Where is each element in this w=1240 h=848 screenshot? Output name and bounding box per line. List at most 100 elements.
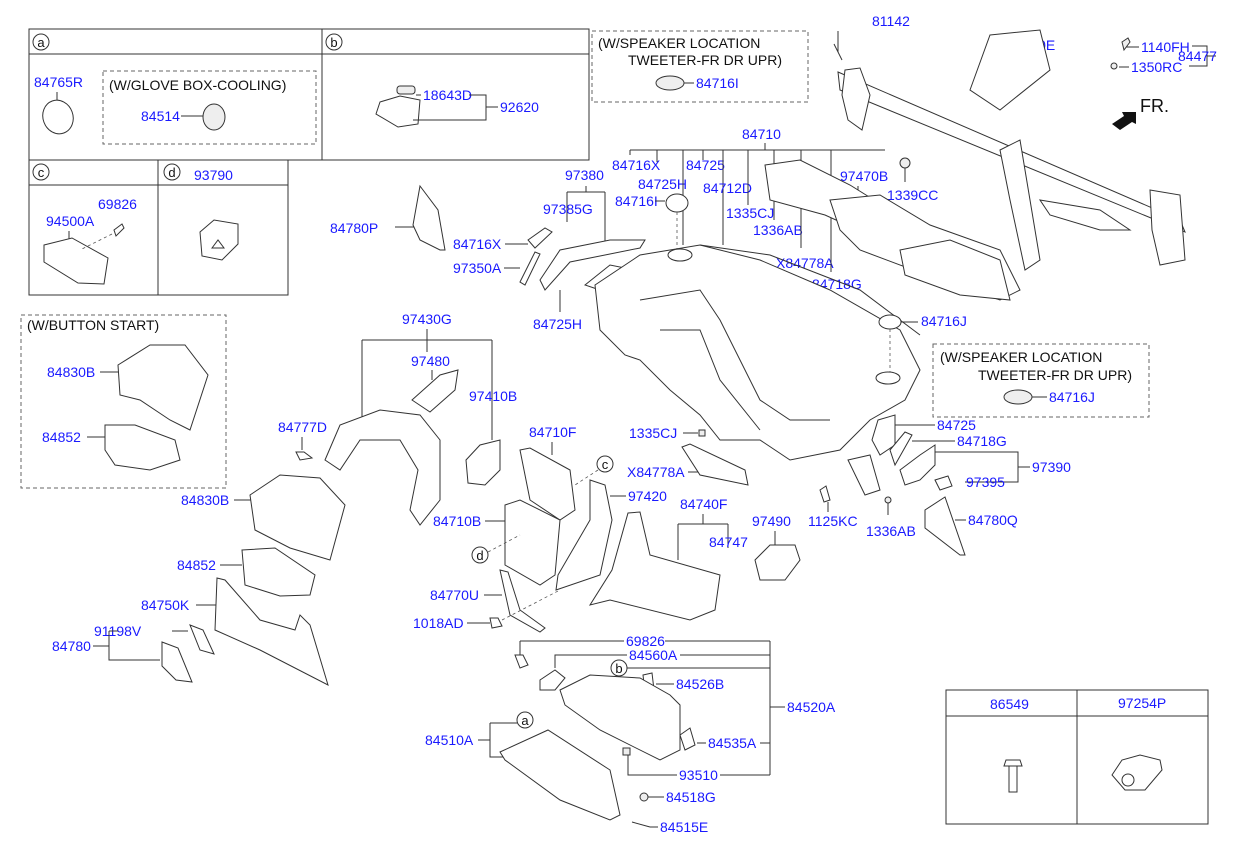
ref-letter-b: b: [330, 35, 337, 50]
part-label-84477[interactable]: 84477: [1178, 48, 1217, 64]
part-label-69826[interactable]: 69826: [626, 633, 665, 649]
part-label-84716J-note[interactable]: 84716J: [1049, 389, 1095, 405]
part-label-84747[interactable]: 84747: [709, 534, 748, 550]
part-label-97470B[interactable]: 97470B: [840, 168, 888, 184]
callout-b-letter: b: [615, 661, 622, 676]
vent-97490-icon: [754, 544, 801, 581]
part-label-84852-note[interactable]: 84852: [42, 429, 81, 445]
part-label-1018AD[interactable]: 1018AD: [413, 615, 464, 631]
part-label-84780Q[interactable]: 84780Q: [968, 512, 1018, 528]
side-cover-84780P-icon: [412, 184, 446, 251]
part-label-1336AB-top[interactable]: 1336AB: [753, 222, 803, 238]
part-label-92620[interactable]: 92620: [500, 99, 539, 115]
vent-97410B-icon: [465, 439, 501, 486]
part-label-84514[interactable]: 84514: [141, 108, 180, 124]
part-label-18643D[interactable]: 18643D: [423, 87, 472, 103]
part-label-84780P[interactable]: 84780P: [330, 220, 378, 236]
part-label-84518G[interactable]: 84518G: [666, 789, 716, 805]
part-label-97430G[interactable]: 97430G: [402, 311, 452, 327]
part-label-84716I-note[interactable]: 84716I: [696, 75, 739, 91]
hardware-part-86549[interactable]: 86549: [990, 696, 1029, 712]
cluster-fascia-icon: [324, 409, 441, 526]
part-label-84716I[interactable]: 84716I: [615, 193, 658, 209]
part-label-84716X-top[interactable]: 84716X: [612, 157, 661, 173]
part-label-84560A[interactable]: 84560A: [629, 647, 678, 663]
bracket-X84778A-icon: [681, 443, 749, 486]
part-label-97390[interactable]: 97390: [1032, 459, 1071, 475]
part-label-84770U[interactable]: 84770U: [430, 587, 479, 603]
center-fascia-upper-icon: [519, 447, 576, 521]
part-label-97410B[interactable]: 97410B: [469, 388, 517, 404]
screw-part-icon: [113, 223, 125, 237]
ref-letter-c: c: [38, 165, 45, 180]
part-label-97420[interactable]: 97420: [628, 488, 667, 504]
part-label-97395[interactable]: 97395: [966, 474, 1005, 490]
part-label-84750K[interactable]: 84750K: [141, 597, 190, 613]
callout-d: [471, 546, 489, 564]
part-label-93790[interactable]: 93790: [194, 167, 233, 183]
side-vent-group: 97380 97385G 84780P 84716X 97350A 84725H: [330, 167, 646, 332]
part-label-1335CJ[interactable]: 1335CJ: [629, 425, 677, 441]
part-label-1125KC[interactable]: 1125KC: [808, 513, 858, 529]
reference-table: a 84765R (W/GLOVE BOX-COOLING) 84514 b 1…: [28, 28, 590, 296]
part-label-84765R[interactable]: 84765R: [34, 74, 83, 90]
part-label-69826-c[interactable]: 69826: [98, 196, 137, 212]
column-shroud-lower-note-icon: [104, 424, 181, 471]
hardware-part-97254P[interactable]: 97254P: [1118, 695, 1166, 711]
part-label-84520A[interactable]: 84520A: [787, 699, 836, 715]
part-label-84716J[interactable]: 84716J: [921, 313, 967, 329]
part-label-84710[interactable]: 84710: [742, 126, 781, 142]
front-label: FR.: [1140, 96, 1169, 116]
callout-a: [516, 711, 534, 729]
part-label-1335CJ-top[interactable]: 1335CJ: [726, 205, 774, 221]
note-speaker-top-line1: (W/SPEAKER LOCATION: [598, 35, 760, 51]
part-label-84740F[interactable]: 84740F: [680, 496, 727, 512]
part-label-84725H[interactable]: 84725H: [533, 316, 582, 332]
part-label-84725-top[interactable]: 84725: [686, 157, 725, 173]
callout-a-letter: a: [521, 713, 529, 728]
note-speaker-right-line1: (W/SPEAKER LOCATION: [940, 349, 1102, 365]
part-label-84780[interactable]: 84780: [52, 638, 91, 654]
part-label-1336AB[interactable]: 1336AB: [866, 523, 916, 539]
part-label-84852[interactable]: 84852: [177, 557, 216, 573]
label-91198V-icon: [189, 624, 215, 655]
part-label-93510[interactable]: 93510: [679, 767, 718, 783]
lower-console-cover-icon: [588, 511, 721, 621]
part-label-97380[interactable]: 97380: [565, 167, 604, 183]
part-label-84830B-note[interactable]: 84830B: [47, 364, 95, 380]
part-label-84716X[interactable]: 84716X: [453, 236, 502, 252]
part-label-84718G[interactable]: 84718G: [957, 433, 1007, 449]
part-label-1140FH[interactable]: 1140FH: [1141, 39, 1190, 55]
part-label-97385G[interactable]: 97385G: [543, 201, 593, 217]
part-label-84535A[interactable]: 84535A: [708, 735, 757, 751]
part-label-84526B[interactable]: 84526B: [676, 676, 724, 692]
cooling-vent-part-icon: [202, 103, 226, 131]
callout-d-letter: d: [476, 548, 483, 563]
part-label-84725[interactable]: 84725: [937, 417, 976, 433]
part-label-84710F[interactable]: 84710F: [529, 424, 576, 440]
side-fascia-97420-icon: [555, 479, 613, 591]
screw-69826-icon: [514, 654, 529, 669]
trim-84770U-icon: [499, 569, 546, 633]
part-label-1339CC[interactable]: 1339CC: [887, 187, 938, 203]
part-label-1350RC[interactable]: 1350RC: [1131, 59, 1182, 75]
part-label-97490[interactable]: 97490: [752, 513, 791, 529]
switch-93510-icon: [622, 747, 631, 756]
part-label-84830B[interactable]: 84830B: [181, 492, 229, 508]
part-label-84777D[interactable]: 84777D: [278, 419, 327, 435]
part-label-84712D[interactable]: 84712D: [703, 180, 752, 196]
column-shroud-upper-note-icon: [117, 344, 209, 431]
nut-1350RC-icon: [1110, 62, 1118, 70]
part-label-94500A[interactable]: 94500A: [46, 213, 95, 229]
part-label-84725H-top[interactable]: 84725H: [638, 176, 687, 192]
part-label-84515E[interactable]: 84515E: [660, 819, 708, 835]
part-label-97350A[interactable]: 97350A: [453, 260, 502, 276]
tweeter-right-part-icon: [1003, 389, 1033, 405]
part-label-81142[interactable]: 81142: [872, 13, 910, 29]
part-label-X84778A-top[interactable]: X84778A: [776, 255, 834, 271]
hazard-switch-part-icon: [199, 219, 239, 261]
part-label-84710B[interactable]: 84710B: [433, 513, 481, 529]
part-label-97480[interactable]: 97480: [411, 353, 450, 369]
part-label-84510A[interactable]: 84510A: [425, 732, 474, 748]
part-label-X84778A[interactable]: X84778A: [627, 464, 685, 480]
